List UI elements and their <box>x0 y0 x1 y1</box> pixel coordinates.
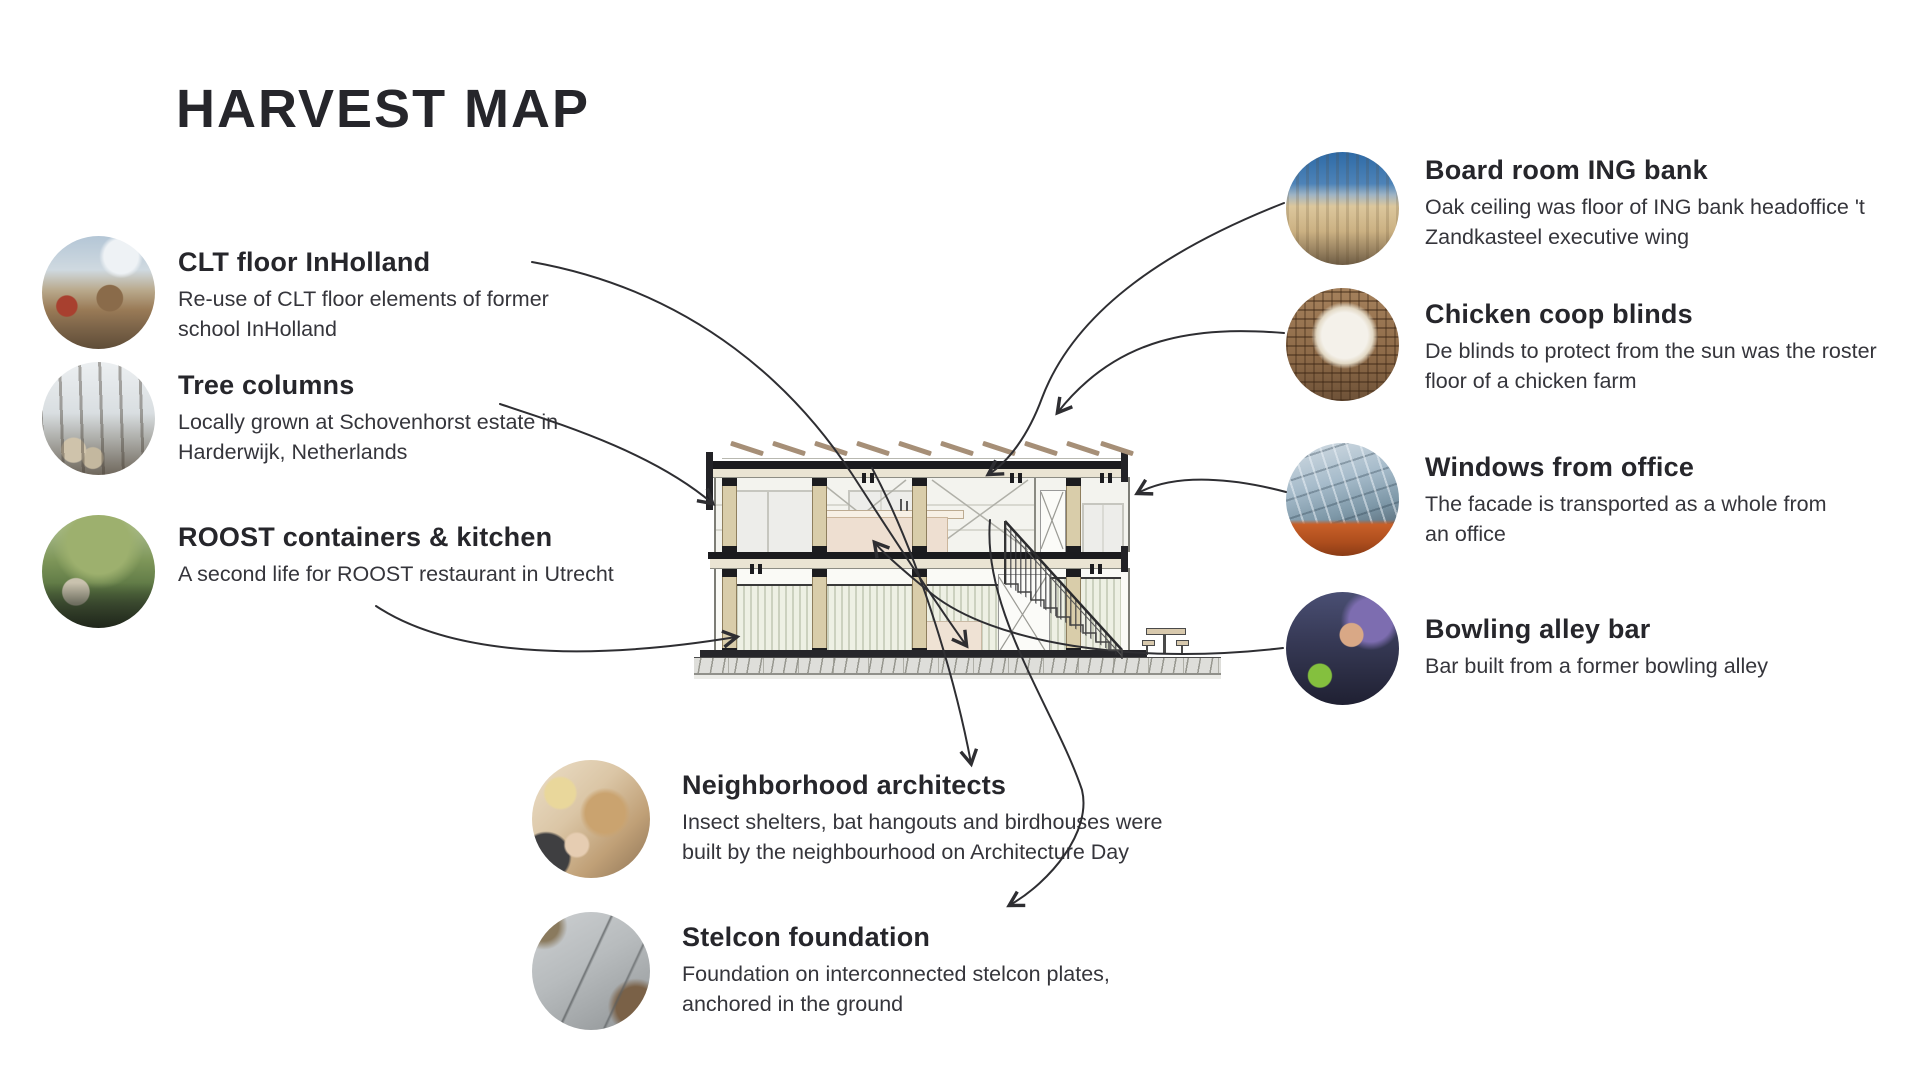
solar-panel <box>772 440 806 457</box>
wood-column <box>912 568 927 657</box>
neighborhood-architects-photo <box>532 760 650 878</box>
wood-column <box>812 568 827 657</box>
solar-panel <box>1066 440 1100 457</box>
page-title: HARVEST MAP <box>176 79 591 139</box>
item-title: Neighborhood architects <box>682 770 1007 800</box>
solar-panel <box>1100 440 1134 457</box>
item-title: Tree columns <box>178 370 355 400</box>
picnic-bench-leg <box>1146 645 1148 655</box>
item-windows-from-office: Windows from office The facade is transp… <box>1425 451 1835 549</box>
item-description: Foundation on interconnected stelcon pla… <box>682 962 1110 1016</box>
picnic-bench-seat <box>1142 640 1155 646</box>
foundation-slab <box>700 650 1147 657</box>
roof-slab <box>708 461 1128 469</box>
roof-fascia <box>710 469 1126 478</box>
solar-panel <box>814 440 848 457</box>
upper-door <box>1040 490 1066 554</box>
roof-edge-right <box>1121 452 1128 482</box>
wood-column <box>1066 477 1081 555</box>
bar-counter <box>822 517 948 554</box>
joist-tick <box>1100 473 1104 483</box>
item-roost-containers: ROOST containers & kitchen A second life… <box>178 521 633 589</box>
second-floor-fascia <box>710 559 1126 569</box>
joist-tick <box>1108 473 1112 483</box>
item-board-room-ing: Board room ING bank Oak ceiling was floo… <box>1425 154 1910 252</box>
item-description: Locally grown at Schovenhorst estate in … <box>178 410 559 464</box>
ing-bank-photo <box>1286 152 1399 265</box>
tree-columns-photo <box>42 362 155 475</box>
roost-containers-photo <box>42 515 155 628</box>
floor-edge-right <box>1121 546 1128 572</box>
item-tree-columns: Tree columns Locally grown at Schovenhor… <box>178 369 573 467</box>
item-title: Stelcon foundation <box>682 922 931 952</box>
joist-tick <box>1098 564 1102 574</box>
solar-rail-line <box>722 458 1122 459</box>
picnic-table-top <box>1146 628 1186 635</box>
roof-edge-left <box>706 452 713 510</box>
annotation-line-windows <box>1134 478 1287 496</box>
wood-column <box>912 477 927 555</box>
item-neighborhood-architects: Neighborhood architects Insect shelters,… <box>682 769 1182 867</box>
joist-tick <box>750 564 754 574</box>
picnic-bench-leg <box>1181 645 1183 655</box>
item-description: Bar built from a former bowling alley <box>1425 654 1768 678</box>
item-title: Board room ING bank <box>1425 155 1708 185</box>
joist-tick <box>1090 564 1094 574</box>
annotation-line-roost <box>375 605 741 653</box>
item-description: Re-use of CLT floor elements of former s… <box>178 287 549 341</box>
item-bowling-alley-bar: Bowling alley bar Bar built from a forme… <box>1425 613 1910 681</box>
stelcon-plate-band <box>694 657 1221 675</box>
office-windows-photo <box>1286 443 1399 556</box>
faucet-mark <box>906 501 908 511</box>
annotation-line-ing-bank <box>985 202 1285 477</box>
item-stelcon-foundation: Stelcon foundation Foundation on interco… <box>682 921 1182 1019</box>
joist-tick <box>1010 473 1014 483</box>
solar-panel <box>1024 440 1058 457</box>
window-grid <box>1082 503 1124 554</box>
wood-column <box>722 477 737 555</box>
item-description: Insect shelters, bat hangouts and birdho… <box>682 810 1163 864</box>
picnic-table-leg <box>1163 634 1166 654</box>
solar-panel <box>898 440 932 457</box>
wood-column <box>812 477 827 555</box>
solar-panel <box>982 440 1016 457</box>
chicken-coop-photo <box>1286 288 1399 401</box>
interior-wall-line <box>1034 477 1036 552</box>
item-description: A second life for ROOST restaurant in Ut… <box>178 562 614 586</box>
joist-tick <box>758 564 762 574</box>
item-title: Bowling alley bar <box>1425 614 1651 644</box>
annotation-line-chicken-coop <box>1055 330 1285 416</box>
item-description: De blinds to protect from the sun was th… <box>1425 339 1877 393</box>
stelcon-plates-photo <box>532 912 650 1030</box>
item-title: CLT floor InHolland <box>178 247 431 277</box>
faucet-mark <box>900 499 902 511</box>
solar-panel <box>940 440 974 457</box>
item-clt-floor: CLT floor InHolland Re-use of CLT floor … <box>178 246 573 344</box>
second-floor-slab <box>708 552 1128 559</box>
clt-floor-photo <box>42 236 155 349</box>
ground-shadow <box>694 675 1221 679</box>
wood-column <box>722 568 737 657</box>
joist-tick <box>862 473 866 483</box>
bowling-alley-photo <box>1286 592 1399 705</box>
item-description: The facade is transported as a whole fro… <box>1425 492 1827 546</box>
item-title: Chicken coop blinds <box>1425 299 1693 329</box>
item-description: Oak ceiling was floor of ING bank headof… <box>1425 195 1865 249</box>
joist-tick <box>1018 473 1022 483</box>
item-title: Windows from office <box>1425 452 1695 482</box>
joist-tick <box>870 473 874 483</box>
solar-panel <box>730 440 764 457</box>
item-title: ROOST containers & kitchen <box>178 522 553 552</box>
item-chicken-coop-blinds: Chicken coop blinds De blinds to protect… <box>1425 298 1910 396</box>
solar-panel <box>856 440 890 457</box>
